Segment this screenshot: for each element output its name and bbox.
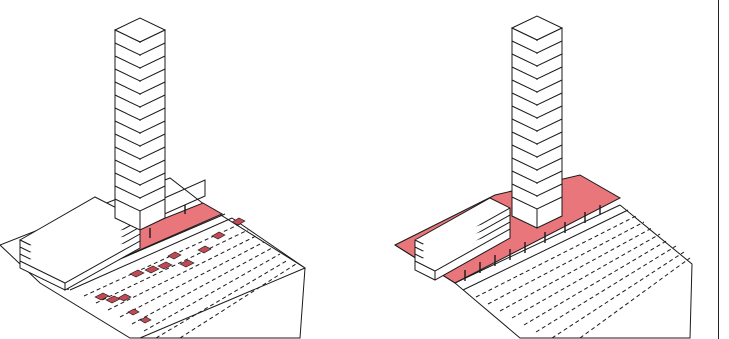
panel-after — [395, 16, 692, 338]
tower — [512, 16, 562, 228]
panel-before — [0, 18, 305, 338]
tower — [115, 18, 165, 230]
